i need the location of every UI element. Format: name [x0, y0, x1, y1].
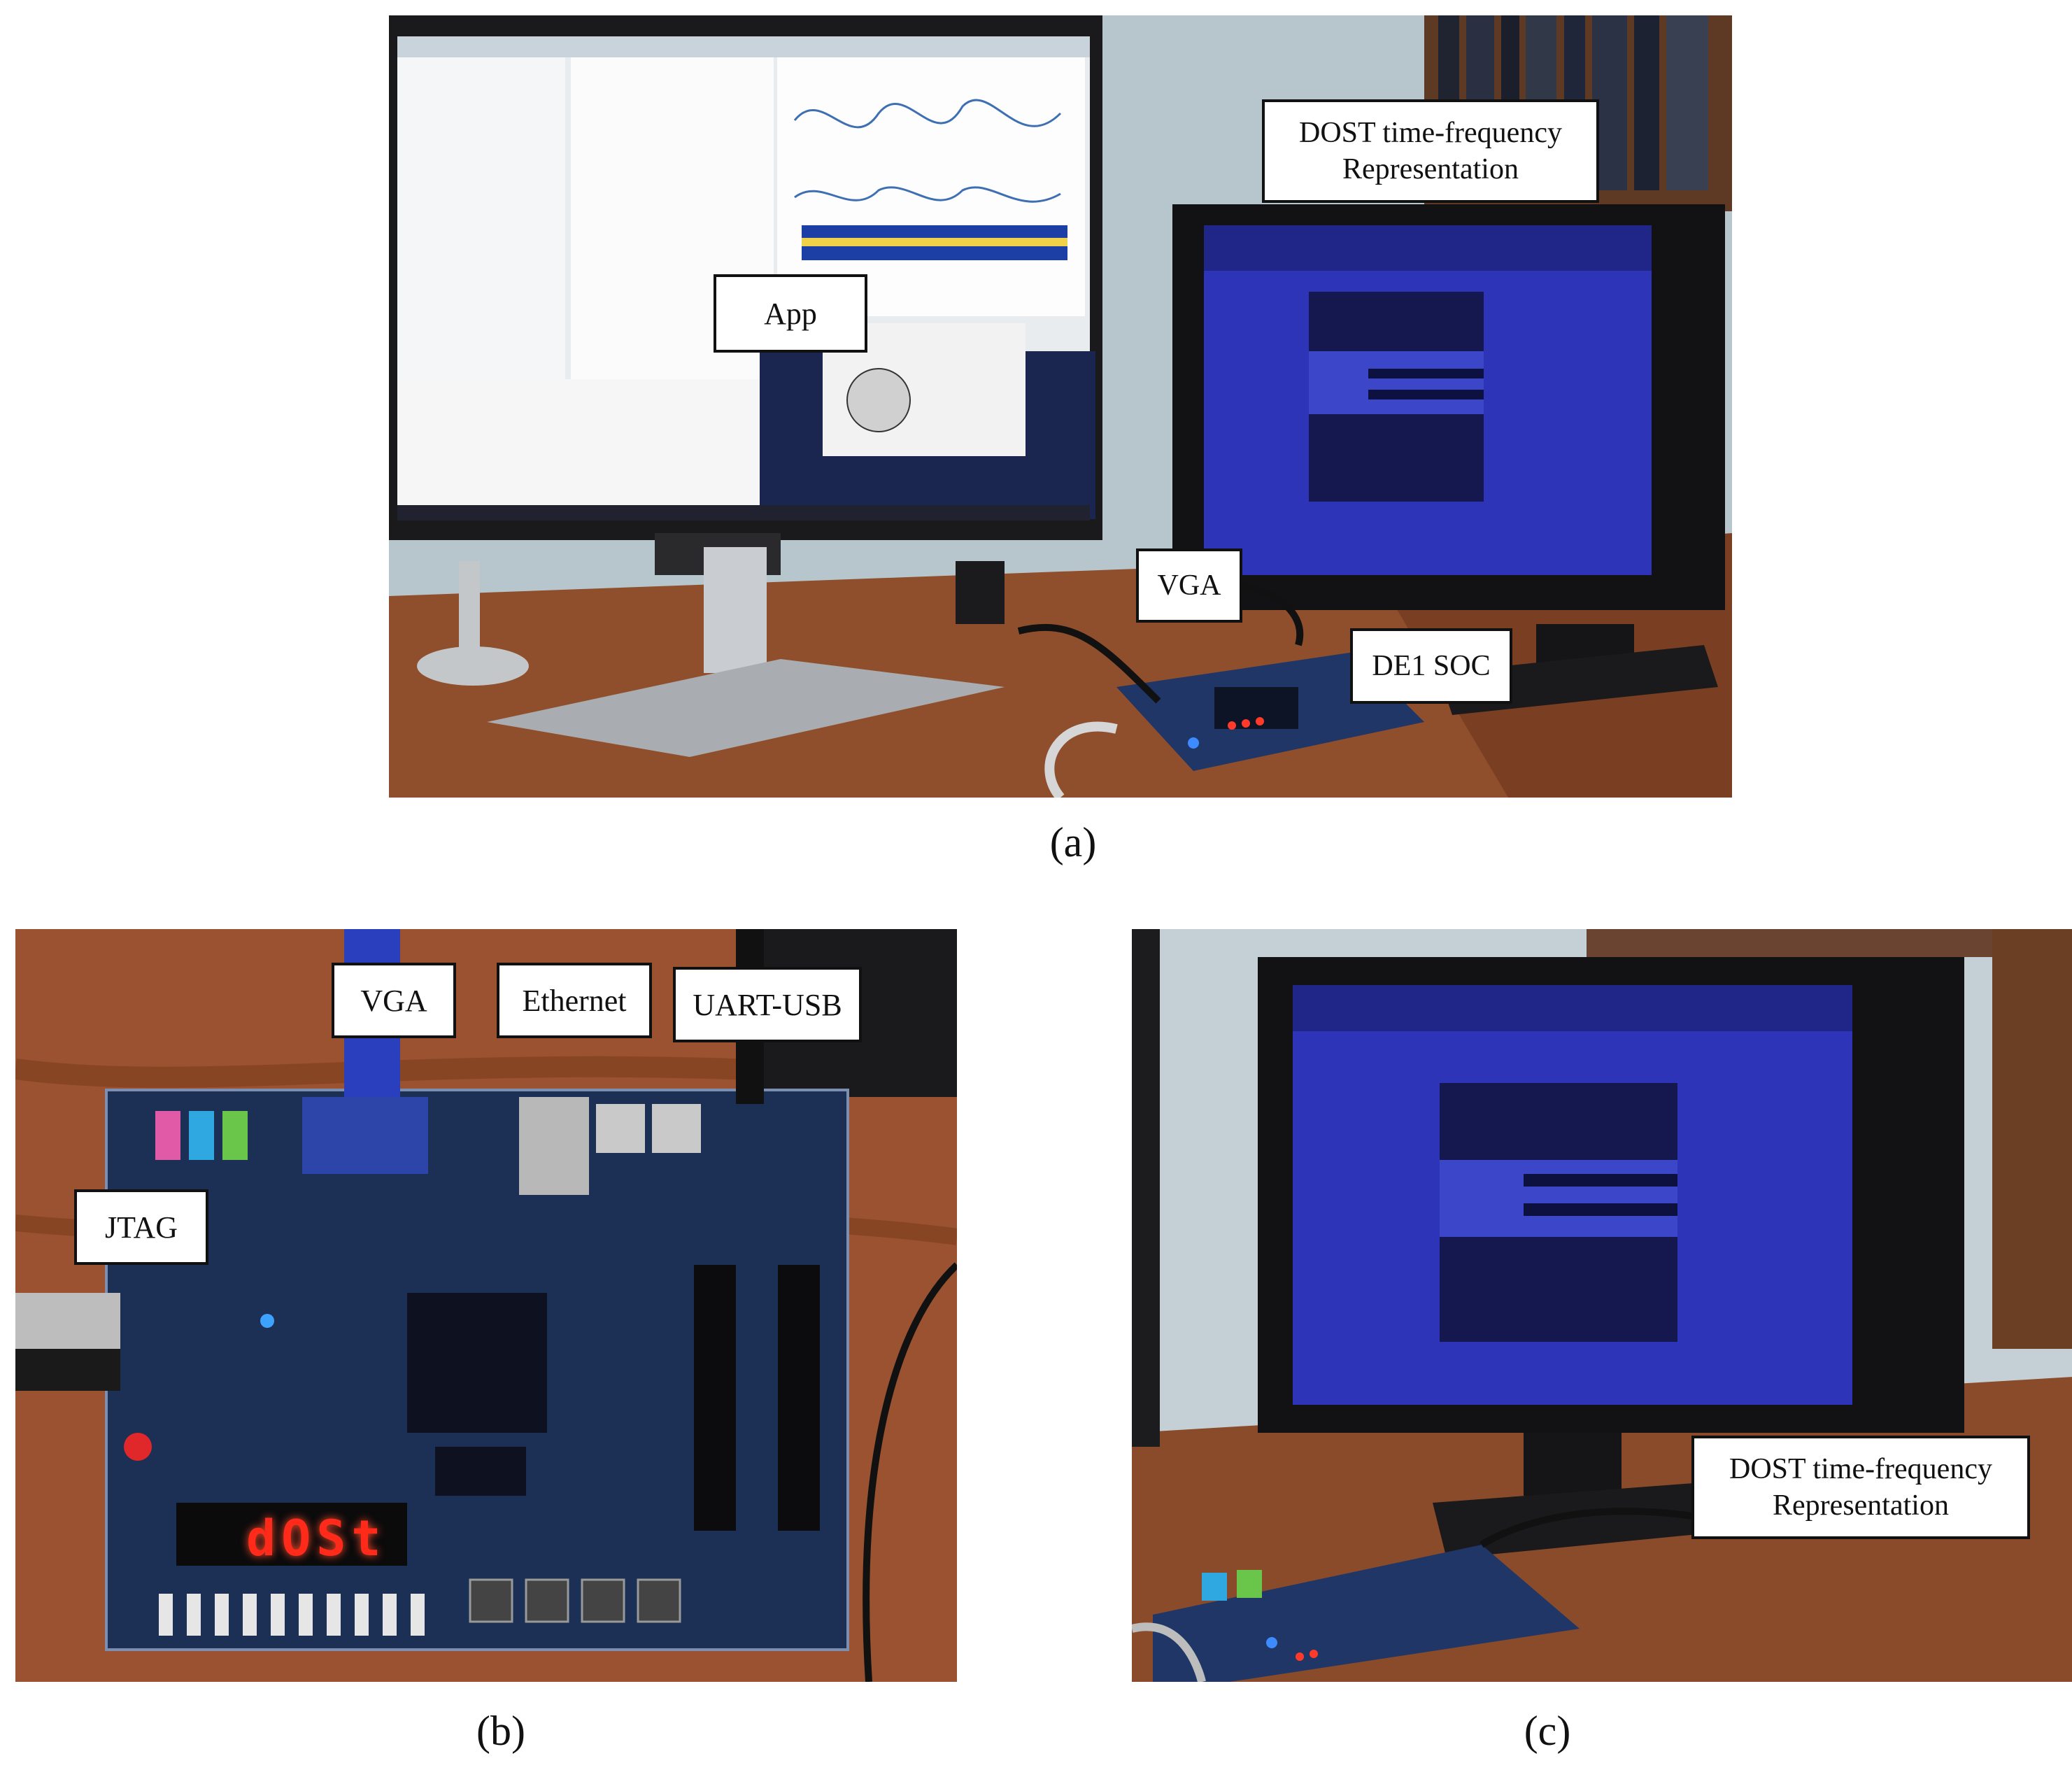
label-app-text: App [764, 296, 817, 331]
label-dost-a-line2: Representation [1342, 153, 1519, 185]
label-app: App [714, 274, 867, 353]
label-dost-a: DOST time-frequency Representation [1262, 99, 1599, 203]
fpga-board-icon [1153, 1545, 1580, 1682]
fpga-board-icon [105, 929, 849, 1651]
label-dost-c-line2: Representation [1773, 1489, 1949, 1522]
ethernet-port-icon [519, 1097, 589, 1195]
caption-a: (a) [1049, 819, 1097, 865]
usb-port-icon [652, 1104, 701, 1153]
label-uart-usb: UART-USB [673, 967, 862, 1042]
label-jtag-text: JTAG [104, 1210, 178, 1245]
label-vga-a: VGA [1136, 548, 1242, 623]
caption-b: (b) [476, 1708, 525, 1754]
monitor-icon [1258, 957, 1964, 1559]
usb-port-icon [596, 1104, 645, 1153]
seven-segment-display: dOSt [246, 1510, 387, 1567]
monitor-icon [1172, 204, 1725, 715]
label-dost-c: DOST time-frequency Representation [1691, 1436, 2030, 1539]
fpga-board-icon [1116, 652, 1424, 771]
label-dost-a-line1: DOST time-frequency [1299, 116, 1562, 149]
label-ethernet-text: Ethernet [522, 983, 627, 1018]
label-jtag: JTAG [74, 1189, 208, 1265]
label-vga-b-text: VGA [360, 983, 427, 1018]
monitor-display-photo [1132, 929, 2072, 1682]
caption-c: (c) [1524, 1708, 1571, 1754]
photo-panel-b: dOSt [15, 929, 957, 1682]
label-vga-a-text: VGA [1157, 569, 1221, 602]
label-de1-soc-text: DE1 SOC [1372, 649, 1491, 682]
label-uart-usb-text: UART-USB [693, 987, 842, 1022]
photo-panel-c [1132, 929, 2072, 1682]
label-vga-b: VGA [332, 963, 456, 1038]
fpga-board-photo [15, 929, 957, 1682]
vga-connector-icon [302, 1097, 428, 1174]
label-dost-c-line1: DOST time-frequency [1729, 1452, 1992, 1485]
label-de1-soc: DE1 SOC [1350, 628, 1512, 704]
monitor-icon [389, 15, 1102, 575]
label-ethernet: Ethernet [497, 963, 652, 1038]
